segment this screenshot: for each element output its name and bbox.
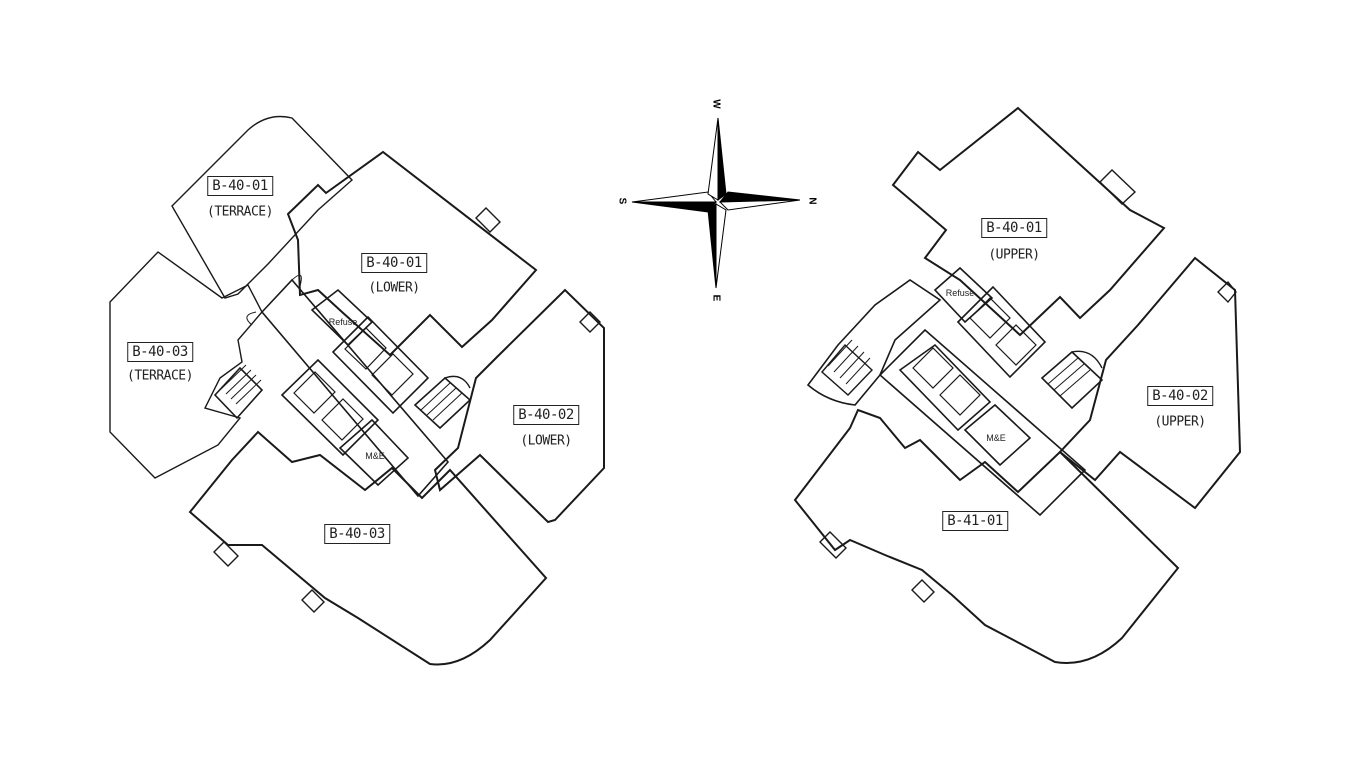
label-b-40-01-terrace-sub: (TERRACE) (207, 204, 273, 220)
right-mande-room (963, 403, 1032, 467)
label-b-40-03-code: B-40-03 (324, 524, 390, 544)
left-lift-lobby-lower (280, 358, 380, 457)
compass-arm-w-dark (717, 117, 727, 201)
compass-arm-e-light (715, 203, 727, 289)
right-tab-1 (1099, 169, 1137, 205)
label-b-40-02-lower-sub: (LOWER) (520, 433, 572, 449)
unit-code-box: B-41-01 (942, 511, 1008, 531)
label-b-40-02-upper-sub: (UPPER) (1154, 414, 1206, 430)
label-b-40-01-upper-sub: (UPPER) (988, 247, 1040, 263)
unit-code-box: B-40-03 (127, 342, 193, 362)
right-lift-lobby-lower (898, 343, 992, 432)
unit-code-box: B-40-01 (361, 253, 427, 273)
left-stair-east (413, 375, 472, 430)
right-refuse-label: Refuse (945, 288, 975, 298)
left-stair-west (213, 364, 264, 420)
label-b-40-03-terrace-code: B-40-03 (127, 342, 193, 362)
label-b-40-02-upper-code: B-40-02 (1147, 386, 1213, 406)
left-refuse-label: Refuse (328, 317, 358, 327)
right-tab-2 (819, 531, 847, 559)
unit-b-40-01-upper-outline (891, 106, 1166, 337)
compass-label-n: N (806, 197, 818, 205)
label-b-40-01-terrace-code: B-40-01 (207, 176, 273, 196)
unit-code-box: B-40-03 (324, 524, 390, 544)
label-b-40-01-lower-code: B-40-01 (361, 253, 427, 273)
right-mande-label: M&E (986, 433, 1006, 443)
right-floor-plan (793, 106, 1242, 664)
unit-b-40-01-lower-outline (286, 150, 538, 357)
compass-label-s: S (616, 197, 628, 205)
right-refuse-room (933, 266, 994, 324)
unit-code-box: B-40-02 (513, 405, 579, 425)
left-mande-label: M&E (365, 451, 385, 461)
compass-arm-e-dark (707, 203, 717, 289)
unit-b-40-03-terrace-outline (109, 251, 263, 479)
right-tab-3 (911, 579, 935, 603)
compass-rose (631, 117, 801, 289)
unit-b-41-01-outline (793, 408, 1180, 664)
left-floor-plan (109, 115, 605, 666)
compass-arm-w-light (707, 117, 719, 201)
compass-arm-n-light (718, 199, 801, 211)
label-b-40-01-upper-code: B-40-01 (981, 218, 1047, 238)
unit-b-40-02-lower-outline (433, 288, 605, 524)
right-west-block (806, 279, 942, 406)
right-stair-east (1040, 350, 1104, 410)
label-b-40-01-lower-sub: (LOWER) (368, 280, 420, 296)
left-mande-room (338, 418, 410, 487)
compass-label-e: E (710, 294, 722, 302)
compass-arm-s-light (631, 191, 718, 203)
unit-code-box: B-40-02 (1147, 386, 1213, 406)
right-lift-lobby-upper (956, 285, 1047, 379)
unit-code-box: B-40-01 (207, 176, 273, 196)
left-corridor (260, 278, 450, 498)
right-tab-4 (1217, 280, 1237, 304)
left-door-swing (246, 274, 302, 326)
left-tab-2 (213, 541, 239, 567)
left-refuse-room (310, 288, 374, 347)
label-b-41-01-code: B-41-01 (942, 511, 1008, 531)
right-stair-west (821, 339, 873, 396)
label-b-40-03-terrace-sub: (TERRACE) (127, 368, 193, 384)
right-corridor (878, 328, 1087, 517)
unit-b-40-01-terrace-outline (171, 115, 354, 299)
left-tab-3 (301, 589, 325, 613)
label-b-40-02-lower-code: B-40-02 (513, 405, 579, 425)
compass-label-w: W (710, 99, 722, 109)
unit-b-40-02-upper-outline (1058, 256, 1242, 510)
unit-b-40-03-outline (188, 430, 548, 666)
compass-arm-s-dark (631, 201, 718, 213)
left-tab-4 (579, 311, 601, 333)
unit-code-box: B-40-01 (981, 218, 1047, 238)
left-tab-1 (475, 207, 501, 233)
